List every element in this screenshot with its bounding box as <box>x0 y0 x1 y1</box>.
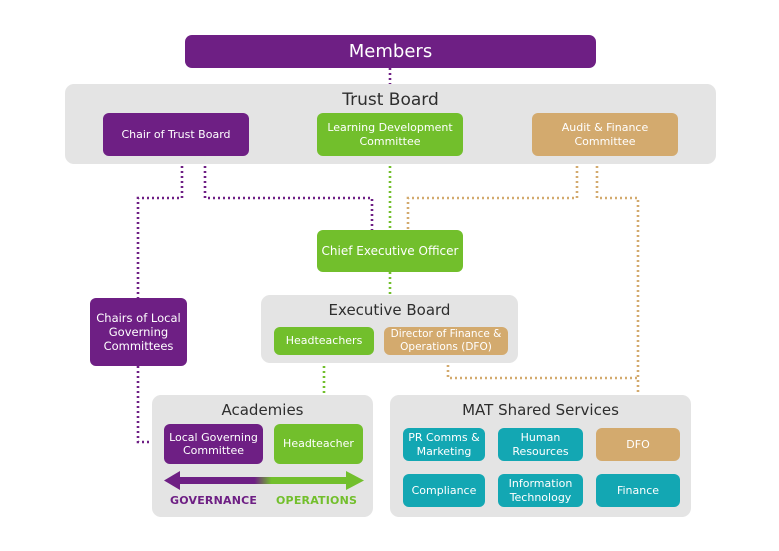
connector-audit-to-ceo <box>406 156 579 230</box>
connector-chair-to-ceo <box>203 156 374 230</box>
local-governing-committee-box: Local Governing Committee <box>164 424 263 464</box>
connector-chairs-lgc-to-lgc <box>136 366 164 444</box>
audit-finance-committee-box: Audit & Finance Committee <box>532 113 678 156</box>
exec-dfo-box: Director of Finance & Operations (DFO) <box>384 327 508 355</box>
chair-of-trust-board-box: Chair of Trust Board <box>103 113 249 156</box>
trust-board-title: Trust Board <box>342 90 439 110</box>
chairs-of-local-governing-committees-box: Chairs of Local Governing Committees <box>90 298 187 366</box>
human-resources-box: Human Resources <box>498 428 583 461</box>
executive-board-title: Executive Board <box>328 301 451 319</box>
shared-dfo-box: DFO <box>596 428 680 461</box>
connector-audit-to-dfo <box>595 156 640 428</box>
pr-comms-marketing-box: PR Comms & Marketing <box>403 428 485 461</box>
operations-caption: OPERATIONS <box>276 494 358 507</box>
headteachers-box: Headteachers <box>274 327 374 355</box>
headteacher-box: Headteacher <box>274 424 363 464</box>
members-label: Members <box>348 40 433 62</box>
connector-chair-to-chairs-lgc <box>136 156 184 298</box>
chief-executive-officer-box: Chief Executive Officer <box>317 230 463 272</box>
information-technology-box: Information Technology <box>498 474 583 507</box>
shared-services-title: MAT Shared Services <box>462 401 619 419</box>
finance-box: Finance <box>596 474 680 507</box>
academies-title: Academies <box>221 401 304 419</box>
learning-development-committee-box: Learning Development Committee <box>317 113 463 156</box>
members-box: Members <box>185 35 596 68</box>
governance-caption: GOVERNANCE <box>170 494 258 507</box>
compliance-box: Compliance <box>403 474 485 507</box>
